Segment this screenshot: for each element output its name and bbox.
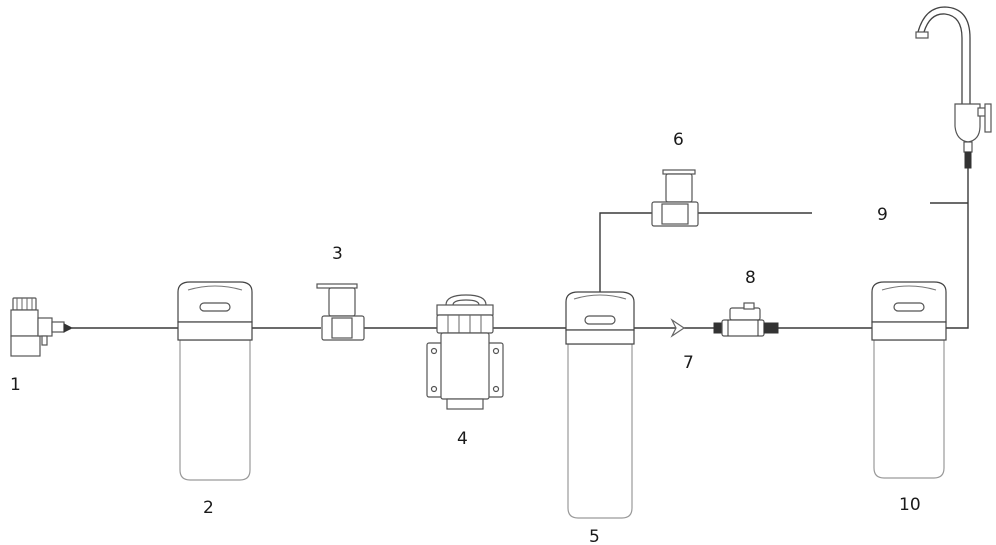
label-7: 7 [683, 353, 694, 373]
prefilter-cartridge-icon [177, 281, 253, 481]
pipe-5-6 [599, 212, 652, 292]
label-6: 6 [673, 130, 684, 150]
label-3: 3 [332, 244, 343, 264]
pipe-10-faucet [946, 168, 969, 329]
main-filter-cartridge-icon [565, 291, 635, 519]
waste-solenoid-valve-icon [651, 169, 699, 227]
label-9: 9 [877, 205, 888, 225]
label-5: 5 [589, 527, 600, 545]
inlet-valve-icon [10, 297, 74, 357]
check-valve-icon [670, 318, 686, 338]
label-2: 2 [203, 498, 214, 518]
label-1: 1 [10, 375, 21, 395]
flow-sensor-icon [713, 302, 779, 337]
booster-pump-icon [426, 294, 504, 410]
label-10: 10 [899, 495, 921, 515]
number-labels: 1 2 3 4 5 6 7 8 9 10 [10, 130, 921, 545]
inlet-solenoid-valve-icon [316, 283, 365, 341]
pipes [72, 168, 969, 329]
postfilter-cartridge-icon [871, 281, 947, 479]
label-4: 4 [457, 429, 468, 449]
label-8: 8 [745, 268, 756, 288]
faucet-icon [915, 6, 992, 169]
